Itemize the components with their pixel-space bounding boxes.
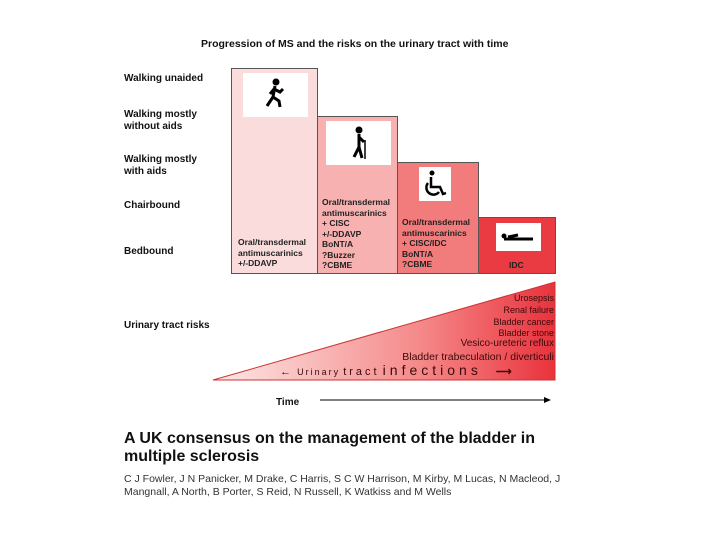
risk-triangle bbox=[212, 281, 556, 381]
risk-bladder-stone: Bladder stone bbox=[498, 328, 554, 338]
risk-urosepsis: Urosepsis bbox=[513, 293, 554, 303]
uti-word-3: infections bbox=[382, 362, 482, 378]
stage-3-treatment: Oral/transdermal antimuscarinics + CISC/… bbox=[402, 217, 471, 269]
level-chairbound: Chairbound bbox=[124, 200, 181, 211]
lying-person-icon bbox=[496, 223, 541, 251]
risk-vur: Vesico-ureteric reflux bbox=[460, 338, 554, 349]
level-walking-without-aids: Walking mostly without aids bbox=[124, 109, 197, 132]
risk-bladder-cancer: Bladder cancer bbox=[493, 317, 554, 327]
risk-renal-failure: Renal failure bbox=[503, 305, 554, 315]
stage-2-box: Oral/transdermal antimuscarinics + CISC … bbox=[317, 116, 398, 274]
level-walking-with-aids: Walking mostly with aids bbox=[124, 154, 197, 177]
person-with-cane-icon bbox=[326, 121, 391, 165]
stage-2-treatment: Oral/transdermal antimuscarinics + CISC … bbox=[322, 197, 391, 270]
left-arrow-icon: ← bbox=[280, 366, 298, 378]
right-arrow-icon: ⟶ bbox=[495, 366, 512, 378]
level-walking-unaided: Walking unaided bbox=[124, 73, 204, 84]
stage-4-treatment: IDC bbox=[509, 260, 524, 270]
uti-label: ← Urinary tract infections ⟶ bbox=[280, 362, 512, 378]
uti-word-1: Urinary bbox=[297, 367, 341, 377]
stage-1-box: Oral/transdermal antimuscarinics +/-DDAV… bbox=[231, 68, 318, 274]
uti-word-2: tract bbox=[343, 366, 380, 378]
stage-4-box: IDC bbox=[478, 217, 556, 274]
stage-1-treatment: Oral/transdermal antimuscarinics +/-DDAV… bbox=[238, 237, 307, 268]
time-arrow bbox=[320, 397, 551, 403]
authors: C J Fowler, J N Panicker, M Drake, C Har… bbox=[124, 473, 561, 498]
stage-3-box: Oral/transdermal antimuscarinics + CISC/… bbox=[397, 162, 479, 274]
risk-trabeculation: Bladder trabeculation / diverticuli bbox=[402, 351, 554, 363]
wheelchair-icon bbox=[419, 167, 451, 201]
walking-person-icon bbox=[243, 73, 308, 117]
risks-label: Urinary tract risks bbox=[124, 320, 210, 331]
level-bedbound: Bedbound bbox=[124, 246, 174, 257]
paper-title: A UK consensus on the management of the … bbox=[124, 430, 536, 465]
time-label: Time bbox=[276, 397, 300, 408]
diagram-title: Progression of MS and the risks on the u… bbox=[201, 38, 509, 50]
